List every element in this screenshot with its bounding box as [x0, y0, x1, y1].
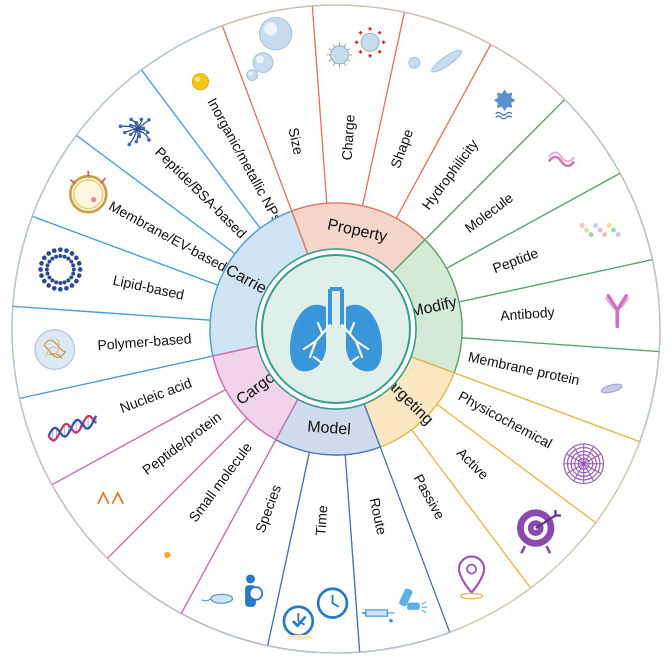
hydrophilic-particle-icon	[493, 89, 516, 120]
bullseye-icon	[517, 509, 561, 554]
size-spheres-icon	[246, 17, 293, 81]
wedge-charge: Charge	[311, 4, 406, 207]
core-circle	[255, 248, 417, 410]
wedge-label: Time	[312, 504, 330, 536]
metal-nanoparticle-icon	[191, 73, 210, 91]
outer-boundary	[11, 4, 661, 654]
liposome-icon	[38, 247, 83, 292]
wedge-lipid-based: Lipid-based	[12, 215, 219, 321]
outer-ring: Lipid-basedMembrane/EV-basedPeptide/BSA-…	[11, 4, 661, 654]
polymer-sphere-icon	[34, 329, 76, 371]
wedge-size: Size	[221, 5, 328, 212]
small-molecule-icon	[164, 551, 171, 559]
clock-icon	[282, 587, 349, 641]
wedge-label: Polymer-based	[97, 330, 192, 353]
wedge-label: Size	[285, 126, 307, 156]
category-property: Property	[290, 202, 426, 274]
peptide-chain-icon	[579, 223, 621, 238]
wedge-label: Charge	[339, 114, 358, 161]
vesicle-icon	[68, 170, 108, 214]
membrane-protein-icon	[600, 383, 623, 394]
location-pin-icon	[457, 555, 486, 600]
category-modify: Modify	[391, 238, 463, 374]
charged-particle-icon	[326, 26, 386, 68]
wedge-label: Route	[367, 496, 391, 536]
core-fill	[261, 254, 411, 404]
shape-particles-icon	[408, 49, 463, 73]
wedge-label: Antibody	[500, 304, 556, 324]
inhaler-syringe-icon	[362, 588, 427, 623]
antibody-icon	[604, 294, 630, 329]
species-icon	[201, 574, 264, 607]
lungs-icon	[290, 287, 382, 372]
category-label: Model	[307, 418, 352, 438]
protein-cluster-icon	[118, 117, 151, 147]
web-target-icon	[563, 443, 605, 485]
peptide-wave-icon	[97, 490, 124, 505]
dna-icon	[47, 414, 98, 442]
wedge-time: Time	[266, 451, 361, 654]
molecule-icon	[547, 151, 576, 168]
